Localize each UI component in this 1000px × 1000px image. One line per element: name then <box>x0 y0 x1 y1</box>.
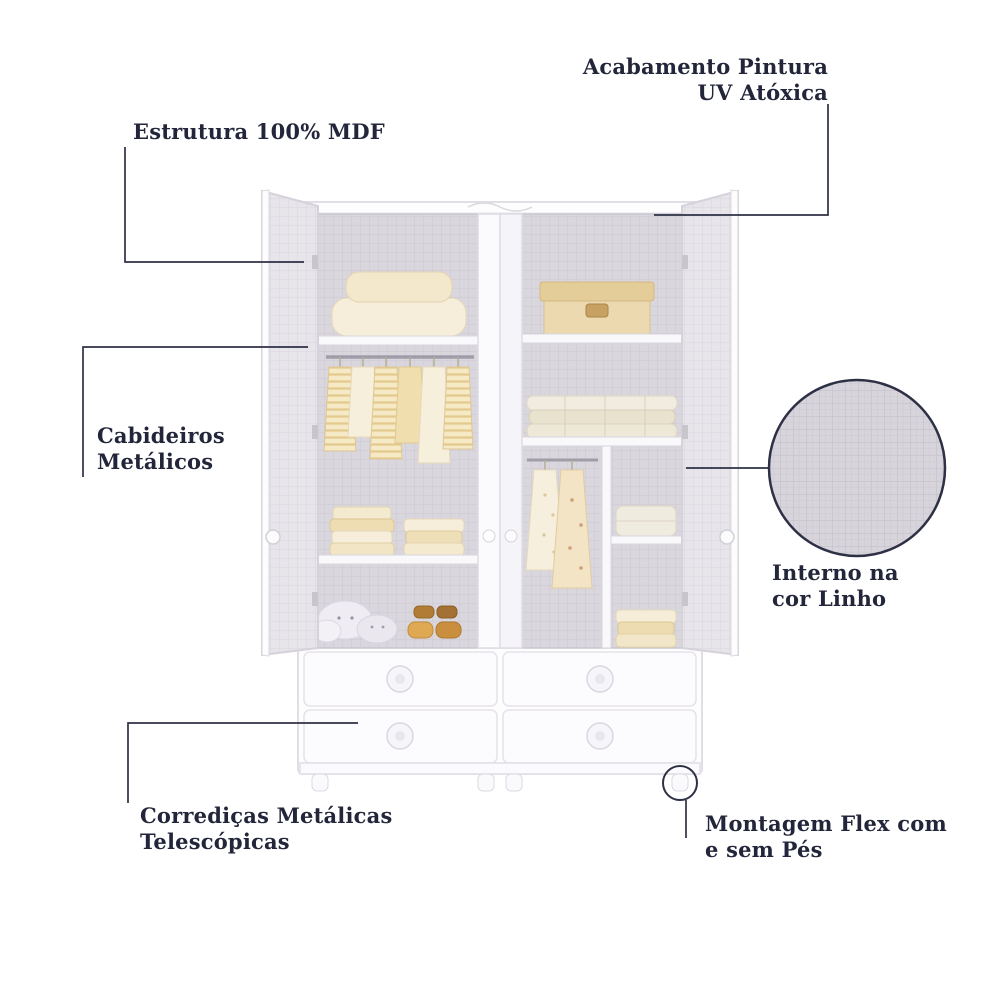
callout-text-line: UV Atóxica <box>697 80 828 106</box>
top-ornament <box>467 202 533 212</box>
linen-texture-inset <box>767 378 947 558</box>
callout-text-line: Interno na <box>772 560 899 585</box>
callout-text-line: Cabideiros <box>97 423 225 448</box>
wardrobe <box>261 189 739 792</box>
storage-box <box>539 281 655 335</box>
callout-text-line: e sem Pés <box>705 837 823 863</box>
folded-clothes-right <box>615 609 677 648</box>
right-compartment <box>521 281 683 649</box>
foot <box>505 773 523 792</box>
drawer-knobs <box>386 665 614 750</box>
callout-text-line: Metálicos <box>97 449 214 475</box>
folded-clothes-left <box>329 506 465 557</box>
hanging-dresses <box>525 469 593 589</box>
center-door-knob-left <box>482 529 496 543</box>
callout-label-cabideiros: Cabideiros Metálicos <box>97 423 225 475</box>
callout-label-estrutura: Estrutura 100% MDF <box>133 119 385 145</box>
foot <box>477 773 495 792</box>
center-doors <box>477 213 523 649</box>
callout-label-montagem: Montagem Flex com e sem Pés <box>705 811 947 863</box>
callout-text-line: Corrediças Metálicas <box>140 803 393 828</box>
callout-text-line: Estrutura 100% MDF <box>133 119 385 144</box>
callout-label-acabamento: Acabamento Pintura UV Atóxica <box>583 54 828 106</box>
base-and-feet <box>299 762 701 792</box>
right-door-knob <box>719 529 735 545</box>
callout-line-slides <box>127 722 358 803</box>
callout-text-line: Montagem Flex com <box>705 811 947 836</box>
left-door-knob <box>265 529 281 545</box>
foot <box>311 773 329 792</box>
callout-line-hangers <box>82 346 308 477</box>
center-door-knob-right <box>504 529 518 543</box>
foot <box>671 773 689 792</box>
callout-line-structure <box>124 147 304 263</box>
callout-text-line: Telescópicas <box>140 829 290 855</box>
callout-text-line: cor Linho <box>772 586 887 612</box>
folded-towels <box>526 395 678 439</box>
callout-label-interno: Interno na cor Linho <box>772 560 899 612</box>
baby-shoes <box>407 605 462 639</box>
callout-label-corredicas: Corrediças Metálicas Telescópicas <box>140 803 392 855</box>
callout-lines <box>82 104 829 838</box>
hanging-clothes-left <box>323 366 474 464</box>
foot-highlight-circle <box>662 765 698 801</box>
left-door <box>261 189 319 657</box>
callout-line-finish <box>654 104 829 216</box>
right-door <box>681 189 739 657</box>
plush-cloud-toys <box>312 600 398 644</box>
callout-text-line: Acabamento Pintura <box>582 54 828 79</box>
left-compartment <box>312 271 479 644</box>
